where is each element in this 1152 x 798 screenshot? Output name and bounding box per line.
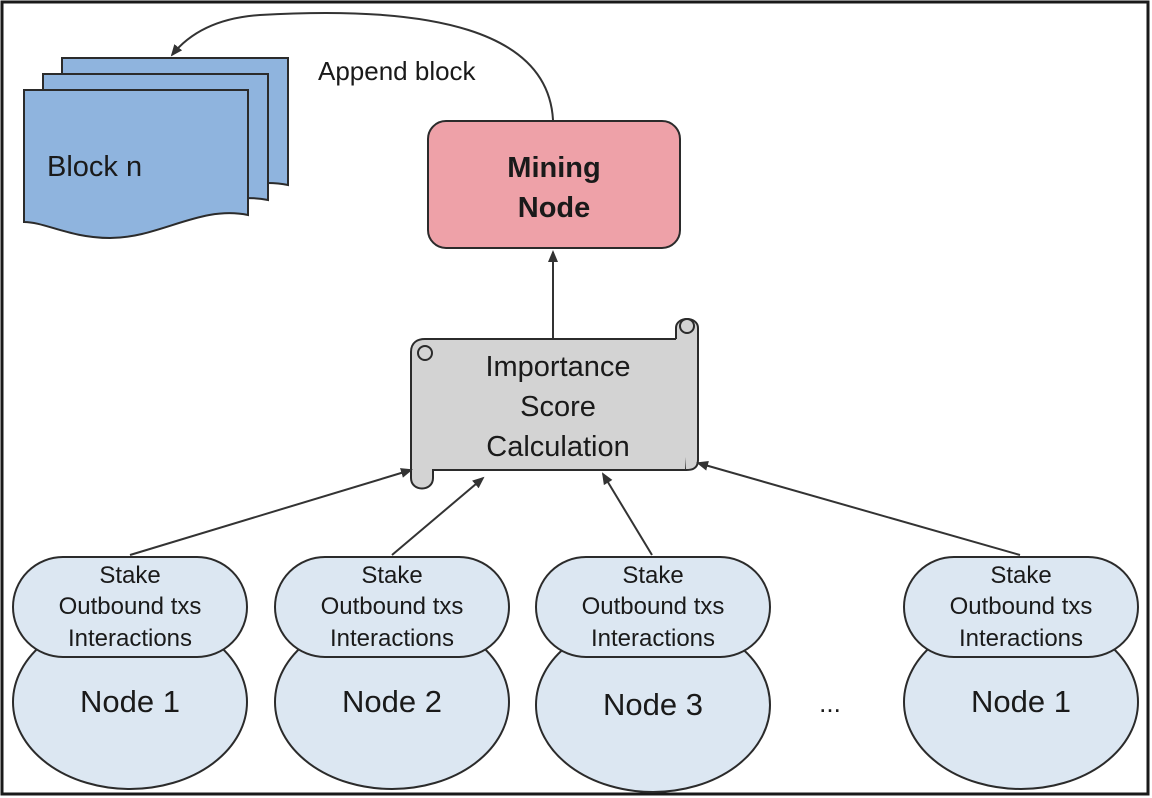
- node-attributes-box: [12, 556, 248, 658]
- node-name: Node 1: [971, 684, 1071, 719]
- node-outbound-label: Outbound txs: [321, 593, 464, 620]
- importance-line3: Calculation: [486, 431, 629, 463]
- node1-arrow: [129, 468, 413, 556]
- node2-arrow: [391, 476, 485, 556]
- node-attributes-box: [903, 556, 1139, 658]
- node-attributes-box: [274, 556, 510, 658]
- append-arrow: [170, 11, 554, 121]
- block-stack: Block n: [23, 57, 289, 240]
- mining-node-line2: Node: [518, 192, 591, 224]
- importance-score-scroll: Importance Score Calculation: [410, 318, 699, 490]
- node-stake-label: Stake: [99, 562, 160, 589]
- node-interactions-label: Interactions: [591, 625, 715, 652]
- mining-node: Mining Node: [427, 120, 681, 249]
- node-name: Node 2: [342, 684, 442, 719]
- mining-node-box: [427, 120, 681, 249]
- node-outbound-label: Outbound txs: [950, 593, 1093, 620]
- network-node: Stake Outbound txs Interactions Node 1: [903, 556, 1139, 790]
- node-interactions-label: Interactions: [330, 625, 454, 652]
- node-interactions-label: Interactions: [959, 625, 1083, 652]
- node-name: Node 3: [603, 687, 703, 722]
- network-node: Stake Outbound txs Interactions Node 1: [12, 556, 248, 790]
- scroll-top-curl: [675, 318, 699, 471]
- scroll-left-roll: [417, 345, 433, 361]
- node-attributes-box: [535, 556, 771, 658]
- block-label: Block n: [47, 151, 142, 183]
- node-stake-label: Stake: [622, 562, 683, 589]
- node-stake-label: Stake: [361, 562, 422, 589]
- node-name: Node 1: [80, 684, 180, 719]
- node-outbound-label: Outbound txs: [582, 593, 725, 620]
- importance-line1: Importance: [485, 351, 630, 383]
- scroll-body: [410, 338, 687, 490]
- node-interactions-label: Interactions: [68, 625, 192, 652]
- node-stake-label: Stake: [990, 562, 1051, 589]
- append-label: Append block: [318, 56, 477, 86]
- node4-arrow: [696, 460, 1021, 556]
- node3-arrow: [601, 472, 653, 556]
- mining-node-line1: Mining: [507, 152, 600, 184]
- node-outbound-label: Outbound txs: [59, 593, 202, 620]
- network-node: Stake Outbound txs Interactions Node 3: [535, 556, 771, 793]
- network-node: Stake Outbound txs Interactions Node 2: [274, 556, 510, 790]
- importance-line2: Score: [520, 391, 596, 423]
- block-doc-front: [23, 89, 249, 240]
- more-nodes-ellipsis: ...: [819, 688, 841, 718]
- scroll-top-roll: [679, 318, 695, 334]
